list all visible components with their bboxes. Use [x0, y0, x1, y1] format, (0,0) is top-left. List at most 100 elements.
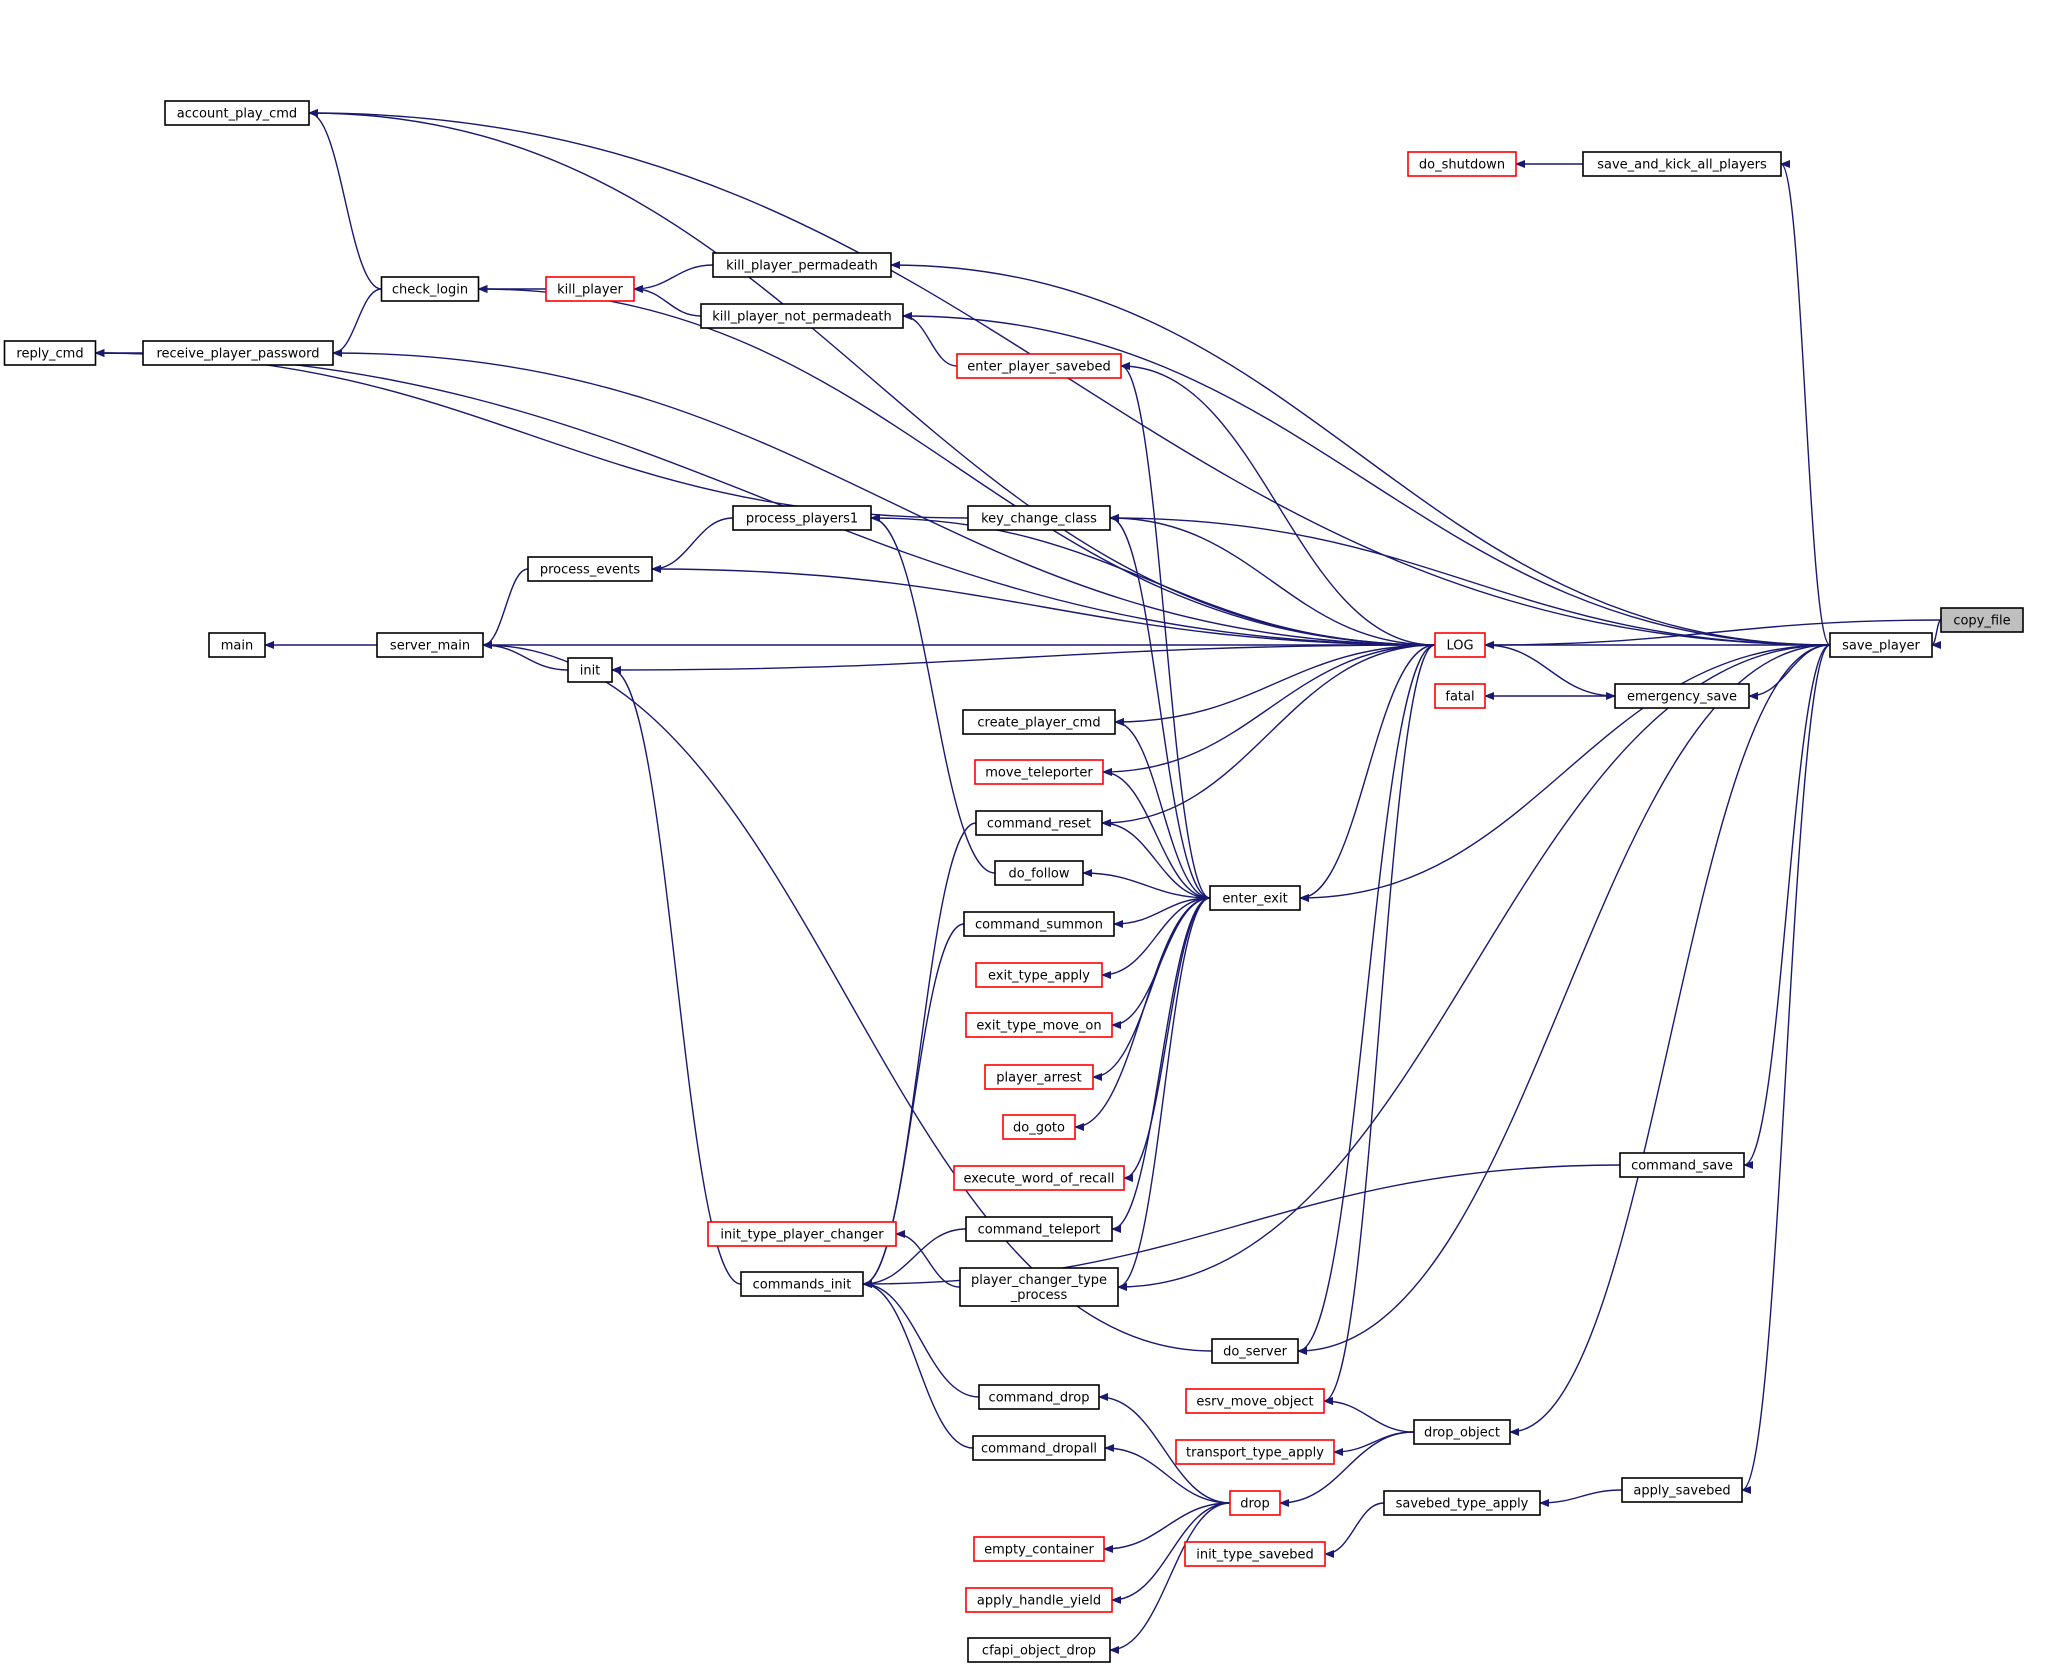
node-move_teleporter[interactable]: move_teleporter [974, 759, 1104, 785]
node-command_teleport[interactable]: command_teleport [965, 1216, 1113, 1242]
node-main[interactable]: main [208, 632, 266, 658]
node-drop[interactable]: drop [1229, 1490, 1281, 1516]
edge-enter_exit-to-create_player_cmd [1114, 718, 1211, 899]
node-box [1185, 1388, 1325, 1414]
node-exit_type_apply[interactable]: exit_type_apply [975, 962, 1103, 988]
edge-LOG-to-move_teleporter [1102, 644, 1436, 776]
node-label: exit_type_move_on [976, 1019, 1101, 1034]
node-label: drop [1240, 1497, 1270, 1512]
nodes-layer: copy_file save_player LOG account_play_cmdc… [3, 100, 2024, 1663]
node-box [963, 911, 1115, 937]
node-init_type_savebed[interactable]: init_type_savebed [1184, 1541, 1326, 1567]
node-player_changer_type_process[interactable]: player_changer_type_process [959, 1267, 1119, 1307]
node-command_summon[interactable]: command_summon [963, 911, 1115, 937]
node-kill_player_permadeath[interactable]: kill_player_permadeath [712, 252, 892, 278]
node-label: exit_type_apply [988, 969, 1090, 984]
node-label: command_drop [989, 1391, 1090, 1406]
node-LOG[interactable]: LOG [1434, 632, 1486, 658]
edge-LOG-to-do_server [1297, 644, 1436, 1355]
node-empty_container[interactable]: empty_container [973, 1536, 1105, 1562]
node-cfapi_object_drop[interactable]: cfapi_object_drop [967, 1637, 1111, 1663]
edge-apply_savebed-to-savebed_type_apply [1539, 1489, 1623, 1507]
node-create_player_cmd[interactable]: create_player_cmd [962, 709, 1116, 735]
edge-check_login-to-receive_player_password [332, 288, 382, 357]
node-receive_player_password[interactable]: receive_player_password [142, 340, 334, 366]
node-do_follow[interactable]: do_follow [994, 860, 1084, 886]
edge-save_player-to-kill_player_permadeath [890, 261, 1831, 646]
node-player_arrest[interactable]: player_arrest [984, 1064, 1094, 1090]
node-kill_player_not_permadeath[interactable]: kill_player_not_permadeath [700, 303, 904, 329]
node-box [527, 556, 653, 582]
node-label: apply_savebed [1633, 1484, 1730, 1499]
node-commands_init[interactable]: commands_init [740, 1271, 864, 1297]
edge-save_player-to-account_play_cmd [308, 109, 1831, 646]
edge-save_player-to-do_server [1297, 644, 1831, 1355]
node-process_events[interactable]: process_events [527, 556, 653, 582]
node-label: command_dropall [981, 1442, 1097, 1457]
node-drop_object[interactable]: drop_object [1413, 1419, 1511, 1445]
node-label: player_arrest [996, 1071, 1081, 1086]
edge-save_player-to-player_changer_type_process [1117, 644, 1831, 1291]
node-box [1621, 1477, 1743, 1503]
node-label: apply_handle_yield [977, 1594, 1101, 1609]
node-execute_word_of_recall[interactable]: execute_word_of_recall [953, 1165, 1125, 1191]
edge-drop-to-empty_container [1103, 1502, 1231, 1553]
node-box [1175, 1439, 1335, 1465]
node-key_change_class[interactable]: key_change_class [967, 505, 1111, 531]
node-init[interactable]: init [567, 657, 613, 683]
node-label: init_type_savebed [1196, 1548, 1314, 1563]
node-label: transport_type_apply [1186, 1446, 1324, 1461]
node-apply_savebed[interactable]: apply_savebed [1621, 1477, 1743, 1503]
node-box [707, 1221, 897, 1247]
node-copy_file[interactable]: copy_file [1940, 607, 2024, 633]
node-esrv_move_object[interactable]: esrv_move_object [1185, 1388, 1325, 1414]
node-label: process_events [540, 563, 640, 578]
node-box [959, 1267, 1119, 1307]
node-box [567, 657, 613, 683]
node-exit_type_move_on[interactable]: exit_type_move_on [965, 1012, 1113, 1038]
node-do_goto[interactable]: do_goto [1002, 1114, 1076, 1140]
node-do_server[interactable]: do_server [1211, 1338, 1299, 1364]
node-box [956, 353, 1122, 379]
edge-drop-to-cfapi_object_drop [1109, 1502, 1231, 1654]
node-box [965, 1216, 1113, 1242]
node-enter_player_savebed[interactable]: enter_player_savebed [956, 353, 1122, 379]
edge-LOG-to-reply_cmd [94, 349, 1436, 646]
edge-copy_file-to-save_player [1931, 619, 1942, 649]
edge-enter_exit-to-exit_type_apply [1101, 897, 1211, 979]
node-label: command_summon [975, 918, 1103, 933]
node-transport_type_apply[interactable]: transport_type_apply [1175, 1439, 1335, 1465]
node-check_login[interactable]: check_login [380, 276, 480, 302]
node-process_players1[interactable]: process_players1 [732, 505, 872, 531]
node-box [1383, 1490, 1541, 1516]
edge-do_server-to-server_main [482, 641, 1213, 1352]
edge-drop_object-to-esrv_move_object [1323, 1397, 1415, 1433]
node-init_type_player_changer[interactable]: init_type_player_changer [707, 1221, 897, 1247]
edge-command_dropall-to-commands_init [862, 1280, 974, 1449]
node-command_drop[interactable]: command_drop [978, 1384, 1100, 1410]
node-box [164, 100, 310, 126]
node-command_dropall[interactable]: command_dropall [972, 1435, 1106, 1461]
node-apply_handle_yield[interactable]: apply_handle_yield [965, 1587, 1113, 1613]
node-box [967, 1637, 1111, 1663]
node-command_reset[interactable]: command_reset [975, 810, 1103, 836]
node-kill_player[interactable]: kill_player [545, 276, 635, 302]
node-label: init [580, 664, 601, 679]
node-label: do_goto [1013, 1121, 1065, 1136]
node-label: LOG [1446, 639, 1473, 654]
node-fatal[interactable]: fatal [1434, 683, 1486, 709]
node-reply_cmd[interactable]: reply_cmd [3, 340, 97, 366]
node-server_main[interactable]: server_main [376, 632, 484, 658]
node-label: process_players1 [746, 512, 858, 527]
node-box [1829, 632, 1933, 658]
node-emergency_save[interactable]: emergency_save [1614, 683, 1750, 709]
node-save_player[interactable]: save_player [1829, 632, 1933, 658]
node-account_play_cmd[interactable]: account_play_cmd [164, 100, 310, 126]
node-command_save[interactable]: command_save [1619, 1152, 1745, 1178]
node-savebed_type_apply[interactable]: savebed_type_apply [1383, 1490, 1541, 1516]
node-save_and_kick_all_players[interactable]: save_and_kick_all_players [1582, 151, 1782, 177]
node-enter_exit[interactable]: enter_exit [1209, 885, 1301, 911]
node-box [1413, 1419, 1511, 1445]
edge-player_changer_type_process-to-init_type_player_changer [895, 1230, 961, 1288]
node-do_shutdown[interactable]: do_shutdown [1407, 151, 1517, 177]
